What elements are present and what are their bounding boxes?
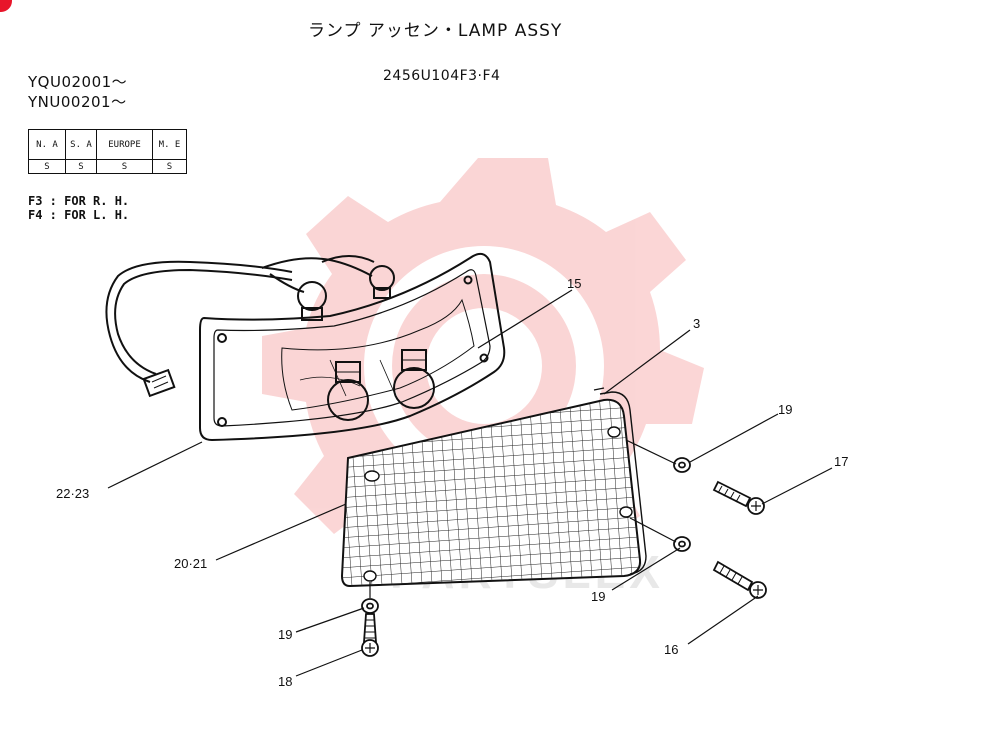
side-notes: F3 : FOR R. H. F4 : FOR L. H. <box>28 194 129 222</box>
drawing-code: 2456U104F3·F4 <box>383 68 501 84</box>
note-rh: F3 : FOR R. H. <box>28 194 130 208</box>
washer-icon <box>361 598 379 614</box>
leader-lines <box>107 289 833 677</box>
serial-range: YQU02001～ YNU00201～ <box>28 72 127 112</box>
region-value: S <box>152 159 187 174</box>
callout-19: 19 <box>778 402 792 417</box>
lamp-lens <box>340 387 647 588</box>
callout-19: 19 <box>278 627 292 642</box>
callout-20-21: 20·21 <box>174 556 207 571</box>
screw-icon <box>712 560 767 599</box>
note-lh: F4 : FOR L. H. <box>28 208 130 222</box>
serial-number: YNU00201～ <box>28 93 127 111</box>
callout-3: 3 <box>693 316 700 331</box>
region-value: S <box>96 159 153 174</box>
screw-icon <box>361 613 379 657</box>
callout-22-23: 22·23 <box>56 486 89 501</box>
washer-icon <box>673 457 691 473</box>
wire-harness <box>105 255 375 398</box>
callout-16: 16 <box>664 642 678 657</box>
screw-icon <box>712 480 765 515</box>
page-title: ランプ アッセン・LAMP ASSY <box>308 21 563 41</box>
lamp-housing <box>199 252 506 442</box>
callout-19: 19 <box>591 589 605 604</box>
region-header: N. A <box>28 129 66 160</box>
applicability-table: N. A S. A EUROPE M. E S S S S <box>28 129 187 174</box>
callout-17: 17 <box>834 454 848 469</box>
callout-15: 15 <box>567 276 581 291</box>
callout-18: 18 <box>278 674 292 689</box>
serial-number: YQU02001～ <box>28 73 128 91</box>
washer-icon <box>673 536 691 552</box>
